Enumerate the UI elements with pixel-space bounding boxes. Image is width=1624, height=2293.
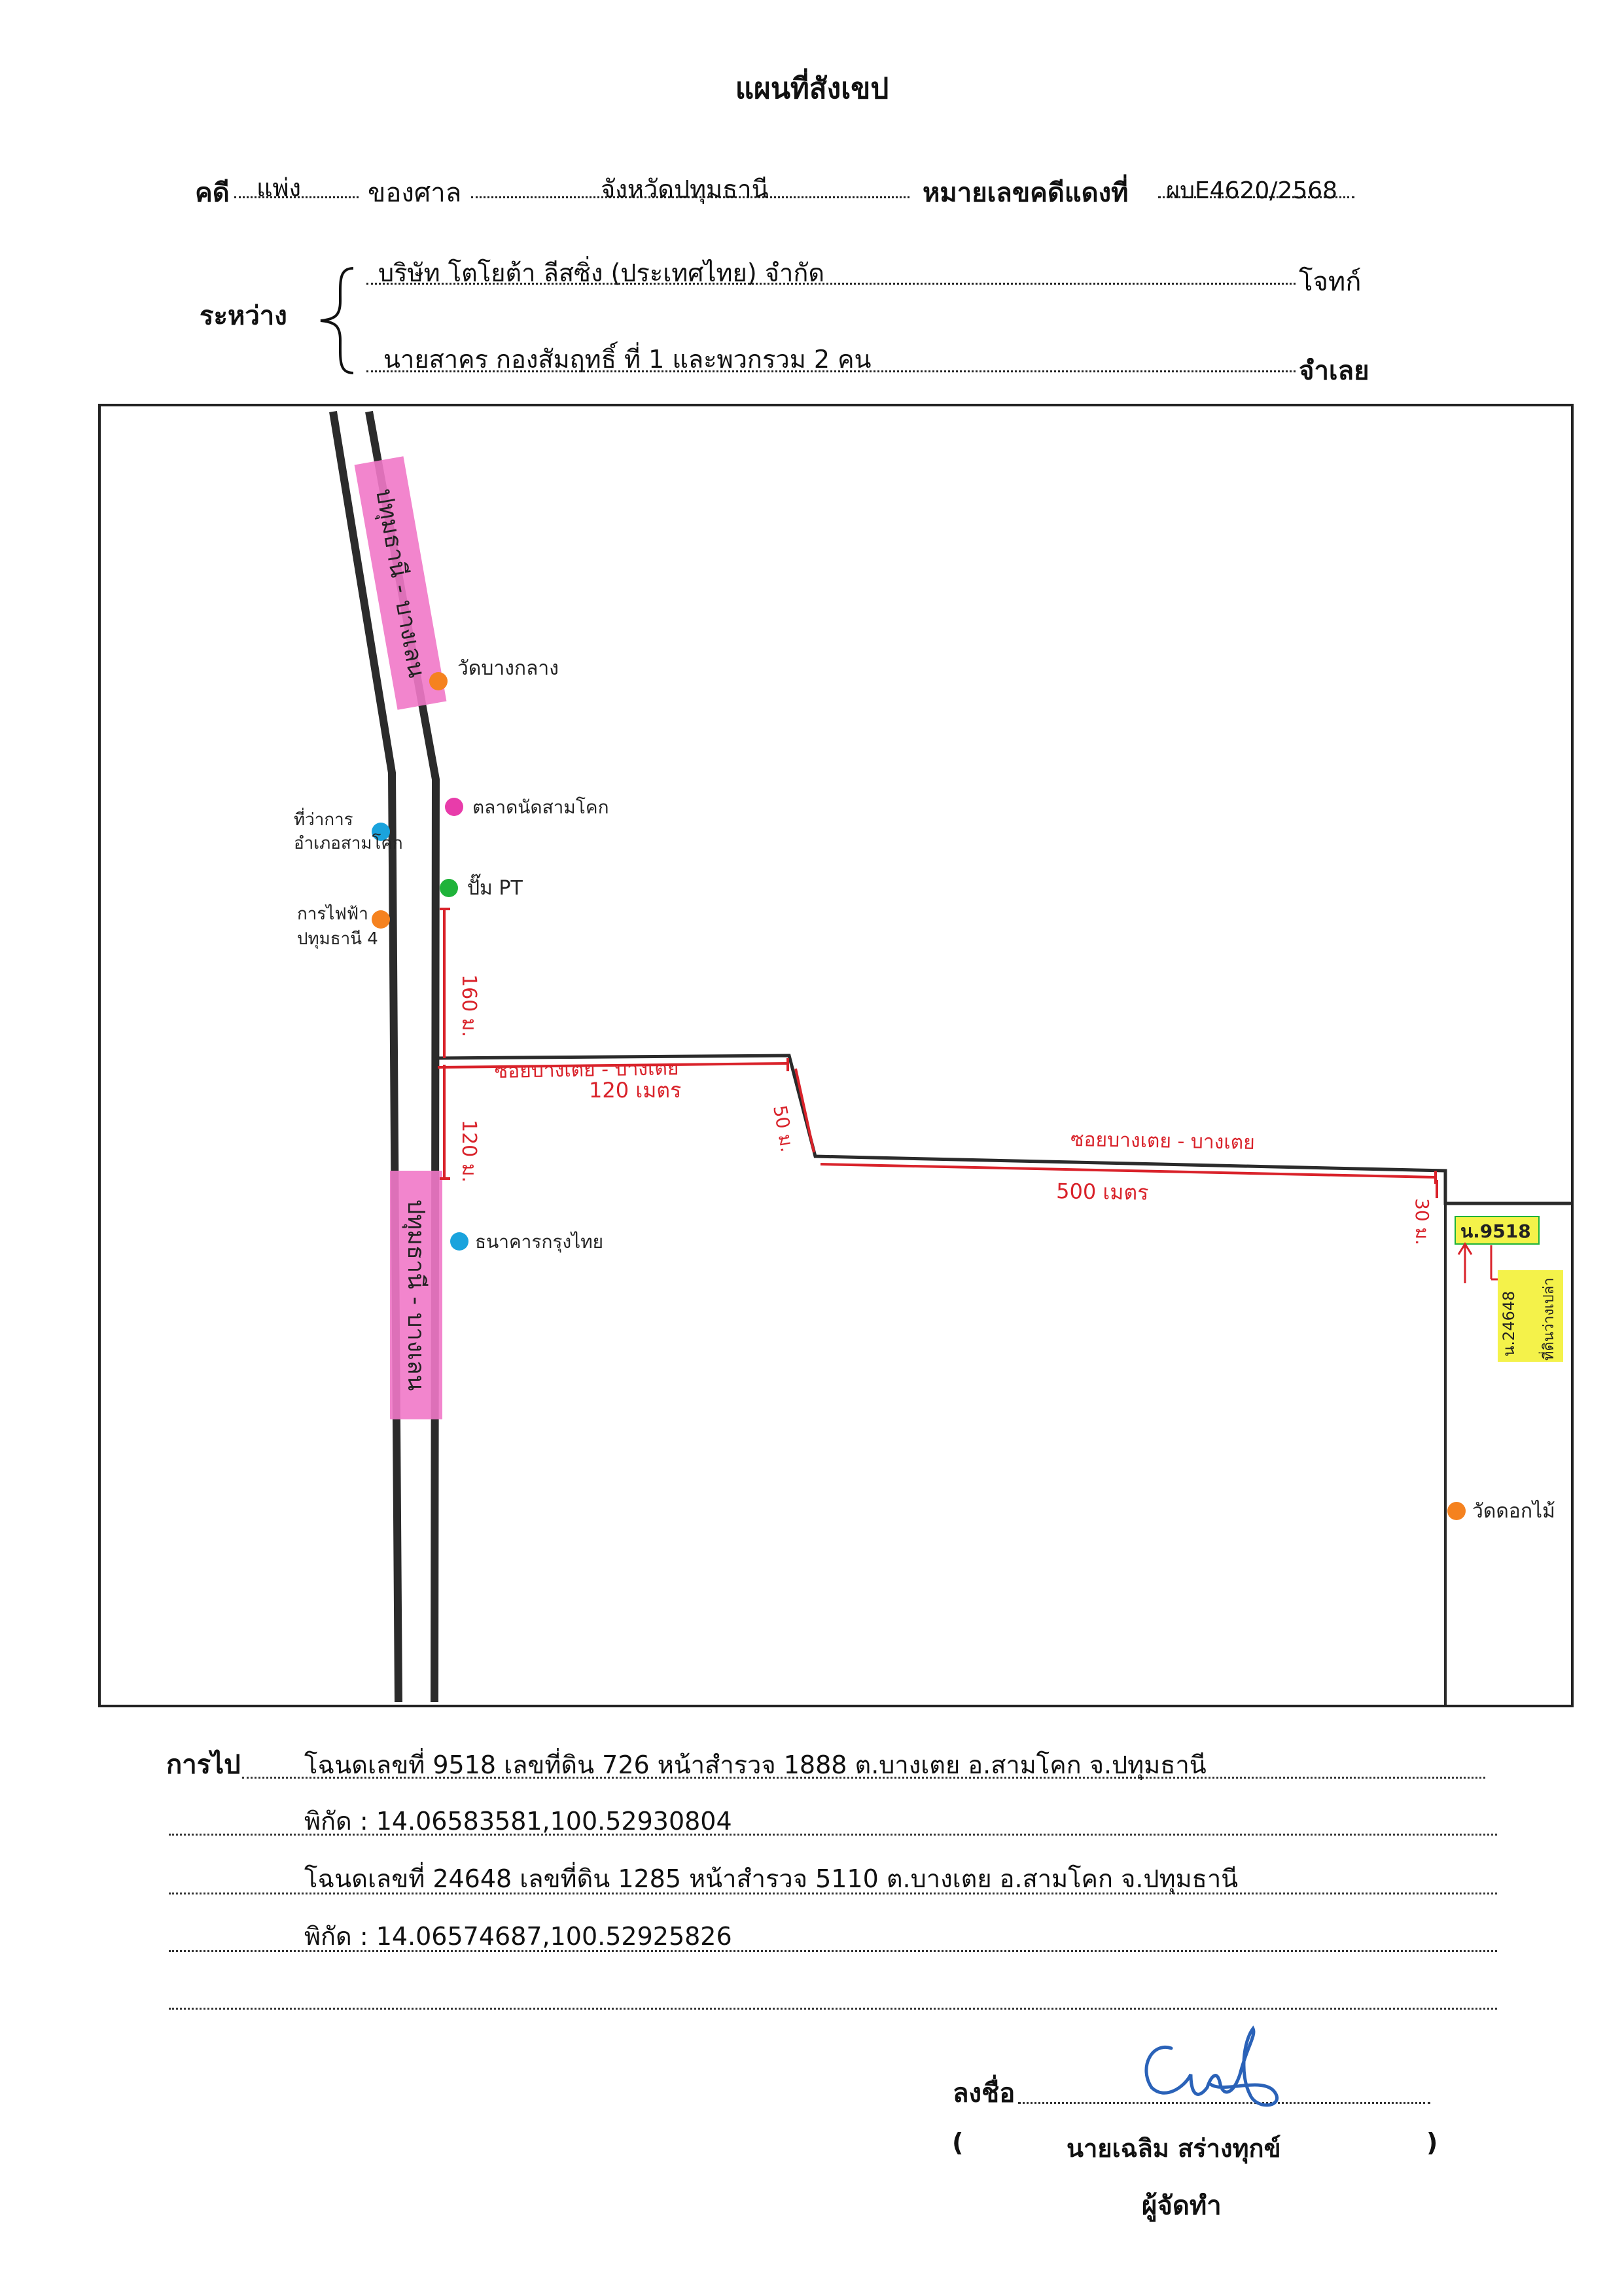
sign-dots (1018, 2102, 1430, 2104)
plaintiff-dots (366, 283, 1296, 285)
defendant-role: จำเลย (1299, 356, 1369, 386)
landmark-ptt: ปั๊ม PT (467, 874, 523, 900)
landmark-dot-temple-center (429, 672, 448, 690)
plaintiff-name: บริษัท โตโยต้า ลีสซิ่ง (ประเทศไทย) จำกัด (378, 258, 825, 287)
paren-close: ) (1426, 2128, 1438, 2157)
dimension-lines (437, 908, 1438, 1198)
between-label: ระหว่าง (200, 301, 287, 331)
dist-50: 50 ม. (769, 1103, 798, 1154)
route-line-2: พิกัด : 14.06583581,100.52930804 (304, 1807, 732, 1836)
soi-road (435, 1054, 1571, 1205)
landmark-temple-end: วัดดอกไม้ (1472, 1499, 1555, 1523)
dist-120-v: 120 ม. (457, 1120, 480, 1182)
road-label-bottom: ปทุมธานี - บางเลน (390, 1171, 442, 1419)
deed-1-box (1455, 1216, 1540, 1245)
soi-label-2: ซอยบางเตย - บางเตย (1070, 1128, 1255, 1154)
landmark-dot-temple-end (1447, 1502, 1466, 1520)
landmark-office-2: อำเภอสามโคก (294, 833, 403, 853)
sketch-map: ปทุมธานี - บางเลน ปทุมธานี - บางเลน ซอยบ… (294, 410, 1571, 1705)
case-type: แพ่ง (256, 173, 302, 202)
court-dots (471, 196, 909, 198)
landmark-electric: การไฟฟ้า (297, 904, 368, 924)
landmark-market: ตลาดนัดสามโคก (472, 796, 609, 818)
red-case-label: หมายเลขคดีแดงที่ (923, 178, 1129, 208)
landmark-dot-bank (450, 1232, 468, 1251)
deed-1: น.9518 (1460, 1220, 1531, 1242)
brace-icon (320, 267, 354, 374)
signature-mark (1144, 2025, 1279, 2107)
deed-2-note: ที่ดินว่างเปล่า (1538, 1277, 1557, 1360)
dist-500: 500 เมตร (1056, 1179, 1149, 1205)
deed-2-box (1498, 1270, 1563, 1362)
route-line-3: โฉนดเลขที่ 24648 เลขที่ดิน 1285 หน้าสำรว… (304, 1864, 1239, 1893)
landmark-dot-ptt (440, 879, 458, 897)
route-dots-3 (169, 1893, 1497, 1894)
landmark-bank: ธนาคารกรุงไทย (475, 1231, 603, 1253)
page-title: แผนที่สังเขป (735, 72, 889, 105)
signer-role: ผู้จัดทำ (1142, 2191, 1222, 2221)
road-label-top: ปทุมธานี - บางเลน (354, 456, 447, 710)
paren-open: ( (952, 2128, 964, 2157)
sketch-map-frame: ปทุมธานี - บางเลน ปทุมธานี - บางเลน ซอยบ… (98, 404, 1574, 1707)
signer-name: นายเฉลิม สร่างทุกข์ (1067, 2134, 1281, 2163)
route-dots-1 (242, 1777, 1485, 1779)
landmark-dot-market (445, 798, 463, 816)
defendant-dots (366, 370, 1296, 372)
red-case-dots (1158, 196, 1354, 198)
route-dots-2 (169, 1834, 1497, 1836)
route-dots-4 (169, 1950, 1497, 1952)
deed-2: น.24648 (1500, 1291, 1518, 1357)
sign-label: ลงชื่อ (953, 2078, 1015, 2108)
landmark-temple-center: วัดบางกลาง (457, 657, 559, 680)
court-name: จังหวัดปทุมธานี (601, 175, 769, 204)
soi-label-1: ซอยบางเตย - บางเตย (495, 1057, 679, 1083)
court-label: ของศาล (368, 178, 462, 208)
dist-160: 160 ม. (457, 974, 480, 1037)
route-line-4: พิกัด : 14.06574687,100.52925826 (304, 1922, 732, 1951)
svg-text:ปทุมธานี - บางเลน: ปทุมธานี - บางเลน (402, 1200, 429, 1391)
red-case-number: ผบE4620/2568 (1166, 177, 1338, 204)
route-line-1: โฉนดเลขที่ 9518 เลขที่ดิน 726 หน้าสำรวจ … (304, 1751, 1207, 1779)
landmark-dot-office (372, 823, 390, 841)
dist-30: 30 ม. (1411, 1198, 1433, 1245)
case-type-dots (234, 196, 359, 198)
case-label: คดี (195, 178, 230, 208)
landmark-office: ที่ว่าการ (294, 808, 353, 830)
plaintiff-role: โจทก์ (1299, 267, 1362, 297)
route-label: การไป (166, 1750, 241, 1780)
dist-120-h: 120 เมตร (589, 1078, 681, 1103)
defendant-name: นายสาคร กองสัมฤทธิ์ ที่ 1 และพวกรวม 2 คน (383, 345, 872, 374)
landmark-electric-2: ปทุมธานี 4 (297, 929, 378, 949)
route-dots-5 (169, 2008, 1497, 2010)
landmark-dot-electric (372, 910, 390, 929)
